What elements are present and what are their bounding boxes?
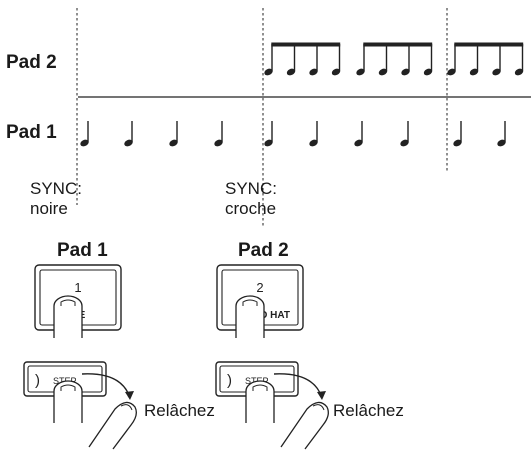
note-head <box>124 139 133 147</box>
quarter-note <box>214 121 223 147</box>
eighth-note <box>356 44 365 76</box>
pad1-button-title: Pad 1 <box>57 240 108 261</box>
note-head <box>286 68 296 76</box>
eighth-note-group <box>264 42 341 76</box>
step-button-2[interactable]: )STEP <box>215 361 329 450</box>
note-beam <box>363 42 433 47</box>
note-head <box>453 139 462 147</box>
release-arrowhead <box>125 391 134 400</box>
eighth-note <box>309 44 318 76</box>
eighth-note <box>331 44 341 76</box>
note-head <box>400 139 409 147</box>
note-head <box>169 139 178 147</box>
quarter-note <box>400 121 409 147</box>
quarter-note <box>453 121 462 147</box>
release-caption-2: Relâchez <box>333 401 404 420</box>
note-head <box>469 68 479 76</box>
quarter-note <box>309 121 318 147</box>
quarter-note <box>264 121 273 147</box>
step-button-1[interactable]: )STEP <box>23 361 137 450</box>
sync-note-eighth: SYNC: croche <box>225 179 277 219</box>
pad1-track-label: Pad 1 <box>6 122 57 143</box>
note-head <box>497 139 506 147</box>
note-head <box>378 68 388 76</box>
pad-buttons: 1NARE 2OSED HAT <box>34 264 304 338</box>
quarter-note <box>497 121 506 147</box>
eighth-note <box>423 44 433 76</box>
sync-note-heading: SYNC: <box>225 179 277 198</box>
release-arrowhead <box>317 391 326 400</box>
release-caption-1: Relâchez <box>144 401 215 420</box>
note-head <box>309 68 318 76</box>
step-buttons: )STEP )STEP <box>23 361 329 450</box>
note-beam <box>271 42 341 47</box>
note-head <box>264 68 273 76</box>
eighth-note <box>514 44 524 76</box>
eighth-note <box>492 44 501 76</box>
beat-marker-lines <box>76 8 448 228</box>
quarter-note <box>80 121 89 147</box>
pad2-button[interactable]: 2OSED HAT <box>216 264 304 338</box>
step-bracket: ) <box>35 372 40 389</box>
finger-icon <box>235 295 265 338</box>
eighth-note-group <box>356 42 433 76</box>
sync-note-value: noire <box>30 199 68 218</box>
eighth-note <box>469 44 479 76</box>
note-head <box>423 68 433 76</box>
sync-note-quarter: SYNC: noire <box>30 179 82 219</box>
step-bracket: ) <box>227 372 232 389</box>
quarter-note <box>354 121 363 147</box>
quarter-note <box>124 121 133 147</box>
pad1-note-row <box>80 121 506 147</box>
sync-note-heading: SYNC: <box>30 179 82 198</box>
finger-icon <box>53 380 83 423</box>
note-head <box>447 68 456 76</box>
finger-release-icon <box>280 401 329 450</box>
eighth-note <box>286 44 296 76</box>
pad2-note-row <box>264 42 524 76</box>
pad-number: 2 <box>256 280 263 295</box>
pad2-button-title: Pad 2 <box>238 240 289 261</box>
finger-release-icon <box>88 401 137 450</box>
note-beam <box>454 42 524 47</box>
note-head <box>514 68 524 76</box>
note-head <box>492 68 501 76</box>
pad-number: 1 <box>74 280 81 295</box>
eighth-note <box>447 44 456 76</box>
eighth-note-group <box>447 42 524 76</box>
finger-icon <box>53 295 83 338</box>
pad1-button[interactable]: 1NARE <box>34 264 122 338</box>
eighth-note <box>401 44 410 76</box>
note-head <box>354 139 363 147</box>
sync-note-value: croche <box>225 199 277 218</box>
finger-icon <box>245 380 275 423</box>
note-head <box>80 139 89 147</box>
note-head <box>401 68 410 76</box>
note-head <box>214 139 223 147</box>
quarter-note <box>169 121 178 147</box>
eighth-note <box>378 44 388 76</box>
eighth-note <box>264 44 273 76</box>
pad2-track-label: Pad 2 <box>6 52 57 73</box>
note-head <box>331 68 341 76</box>
note-head <box>309 139 318 147</box>
note-head <box>356 68 365 76</box>
note-head <box>264 139 273 147</box>
